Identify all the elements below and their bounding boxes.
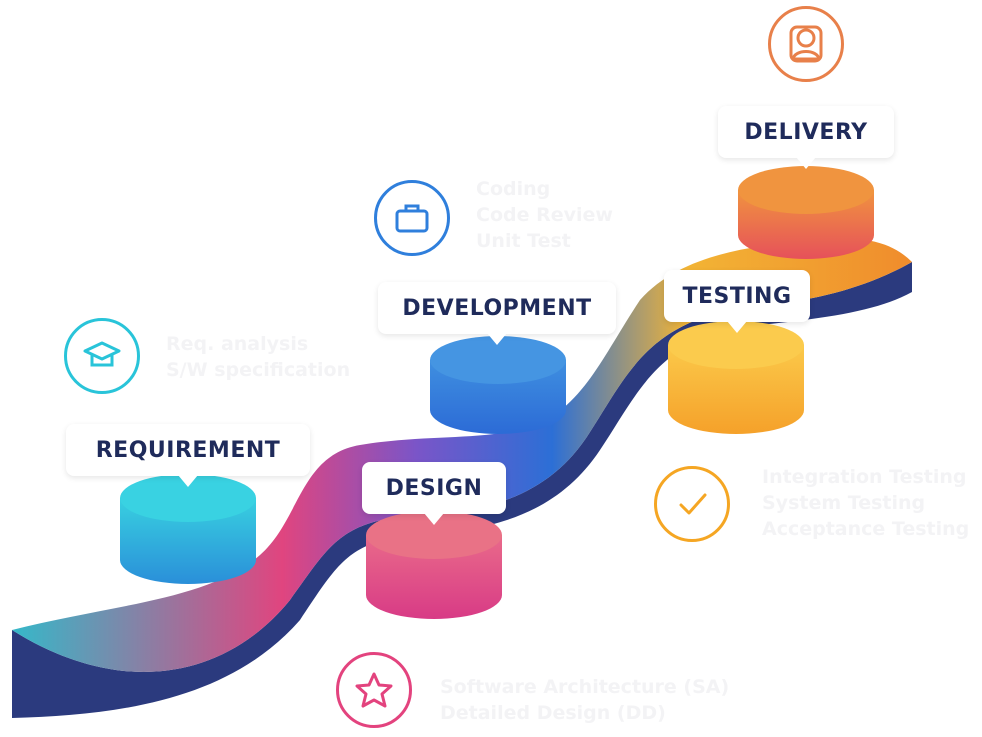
stage-label-design: DESIGN [362, 462, 506, 525]
detail-line: Software Architecture (SA) [440, 676, 730, 698]
details-development: Coding Code Review Unit Test [476, 176, 613, 254]
detail-line: Code Review [476, 204, 613, 226]
cylinder-requirement [120, 474, 256, 584]
briefcase-icon [374, 180, 450, 256]
stage-label-requirement: REQUIREMENT [66, 424, 310, 487]
details-requirement: Req. analysis S/W specification [166, 331, 350, 383]
detail-line: S/W specification [166, 359, 351, 381]
graduation-cap-icon [64, 318, 140, 394]
detail-line: Integration Testing [762, 466, 967, 488]
stage-label-development: DEVELOPMENT [378, 282, 616, 345]
cylinder-design [366, 511, 502, 619]
detail-line: Unit Test [476, 230, 571, 252]
details-testing: Integration Testing System Testing Accep… [762, 464, 969, 542]
stage-label-testing: TESTING [664, 270, 810, 333]
user-icon [768, 6, 844, 82]
detail-line: Detailed Design (DD) [440, 702, 666, 724]
checkmark-icon [654, 466, 730, 542]
star-icon [336, 652, 412, 728]
detail-line: System Testing [762, 492, 926, 514]
ribbon-top [12, 238, 912, 672]
cylinder-testing [668, 321, 804, 434]
detail-line: Coding [476, 178, 551, 200]
detail-line: Req. analysis [166, 333, 309, 355]
details-design: Software Architecture (SA) Detailed Desi… [440, 674, 729, 726]
ribbon-side [12, 262, 912, 718]
cylinder-development [430, 336, 566, 434]
cylinder-delivery [738, 166, 874, 259]
stage-label-delivery: DELIVERY [718, 106, 894, 169]
detail-line: Acceptance Testing [762, 518, 970, 540]
